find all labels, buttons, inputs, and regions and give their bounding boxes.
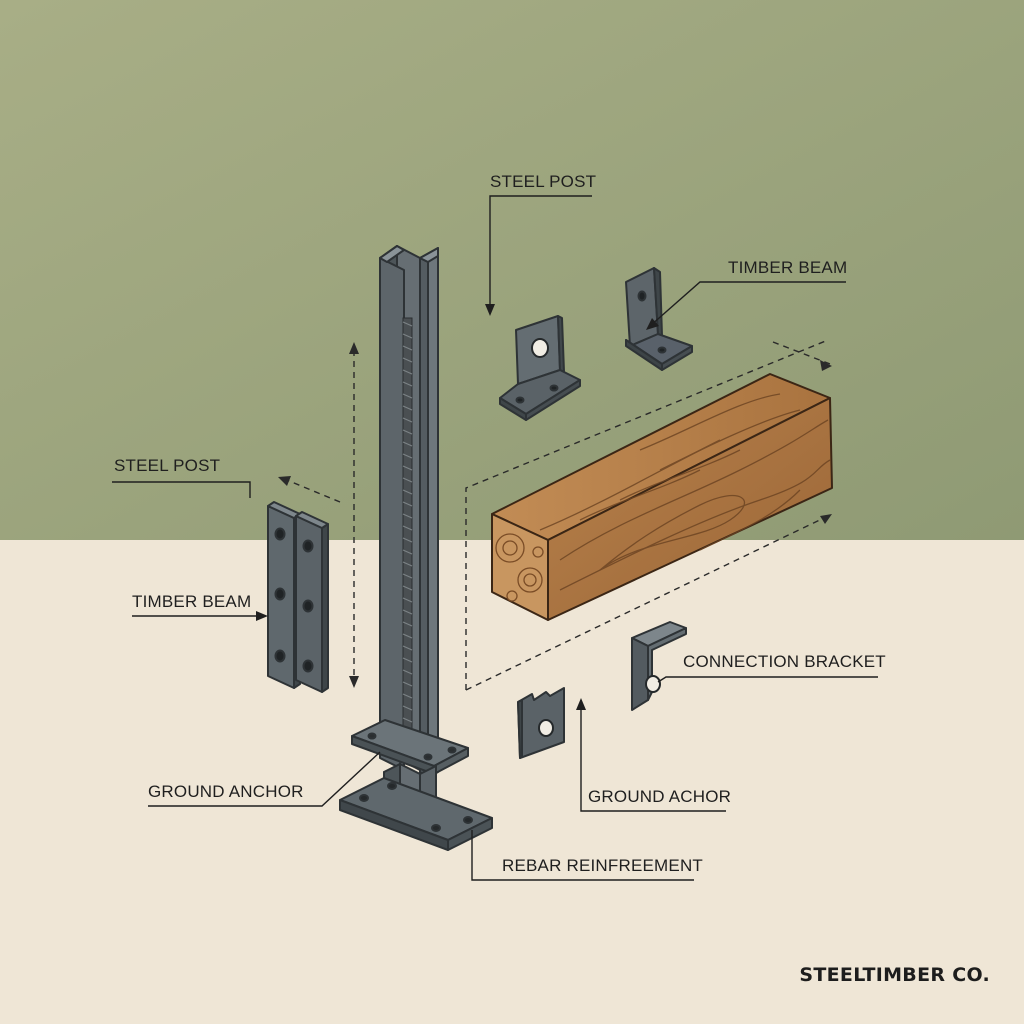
floor-background — [0, 540, 1024, 1024]
splice-plates — [267, 501, 329, 693]
label-ground-anchor-right: GROUND ACHOR — [588, 787, 732, 806]
label-ground-anchor-left: GROUND ANCHOR — [148, 782, 304, 801]
end-grain-rings — [495, 533, 544, 602]
label-timber-beam-left: TIMBER BEAM — [132, 592, 252, 611]
label-steel-post-left: STEEL POST — [114, 456, 221, 475]
timber-beam — [491, 373, 833, 621]
leader-arrowheads — [256, 304, 659, 710]
rebar-rod — [402, 317, 413, 759]
upper-base-plate — [351, 719, 469, 775]
label-connection-bracket: CONNECTION BRACKET — [683, 652, 886, 671]
brand-logo: STEELTIMBER CO. — [799, 964, 990, 986]
wood-grain — [539, 393, 831, 591]
label-rebar-reinforcement: REBAR REINFREEMENT — [502, 856, 704, 875]
small-plate — [517, 687, 565, 759]
dimension-lines — [281, 339, 831, 691]
leader-lines — [112, 195, 878, 881]
connection-bracket — [631, 621, 687, 711]
label-steel-post-top: STEEL POST — [490, 172, 597, 191]
label-timber-beam-top: TIMBER BEAM — [728, 258, 848, 277]
dimension-arrowheads — [278, 342, 832, 688]
ground-base-plate — [339, 777, 493, 851]
wall-background — [0, 0, 1024, 540]
angle-bracket-front — [499, 315, 581, 421]
